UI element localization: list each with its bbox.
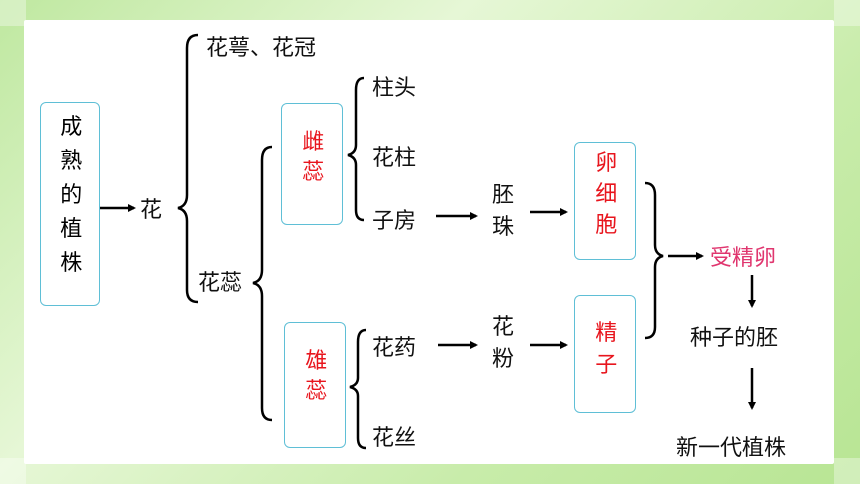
decor-tile [834, 458, 860, 484]
brace-fertilization [644, 181, 664, 340]
ovary-label: 子房 [372, 209, 417, 234]
pistil-label: 雌蕊 [302, 130, 325, 185]
anther-label: 花药 [372, 336, 417, 361]
sperm-label: 精子 [595, 321, 618, 378]
style-label: 花柱 [372, 146, 417, 171]
stamen-label: 雄蕊 [305, 349, 328, 404]
egg-cell-label: 卵细胞 [595, 151, 618, 238]
diagram-panel [24, 20, 834, 464]
pistil-box: 雌蕊 [281, 103, 343, 225]
flower-label: 花 [140, 198, 163, 223]
filament-label: 花丝 [372, 426, 417, 451]
decor-tile [834, 0, 860, 26]
stamen-pistil-label: 花蕊 [198, 271, 243, 296]
brace-stamen [349, 328, 367, 450]
sperm-box: 精子 [574, 295, 636, 413]
ovule-label: 胚珠 [492, 183, 515, 240]
brace-pistil [347, 76, 365, 222]
sepal-petal-label: 花萼、花冠 [206, 36, 317, 61]
zygote-label: 受精卵 [710, 246, 777, 271]
stigma-label: 柱头 [372, 76, 417, 101]
mature-plant-label: 成熟的植株 [60, 115, 83, 277]
pollen-label: 花粉 [492, 315, 515, 372]
embryo-label: 种子的胚 [690, 326, 779, 351]
stamen-box: 雄蕊 [284, 322, 346, 448]
decor-tile [0, 458, 26, 484]
new-plant-label: 新一代植株 [676, 436, 787, 461]
brace-flower [177, 33, 199, 304]
egg-cell-box: 卵细胞 [574, 142, 636, 260]
brace-stamen-pistil [252, 145, 273, 422]
mature-plant-box: 成熟的植株 [40, 102, 100, 306]
decor-tile [0, 0, 26, 26]
